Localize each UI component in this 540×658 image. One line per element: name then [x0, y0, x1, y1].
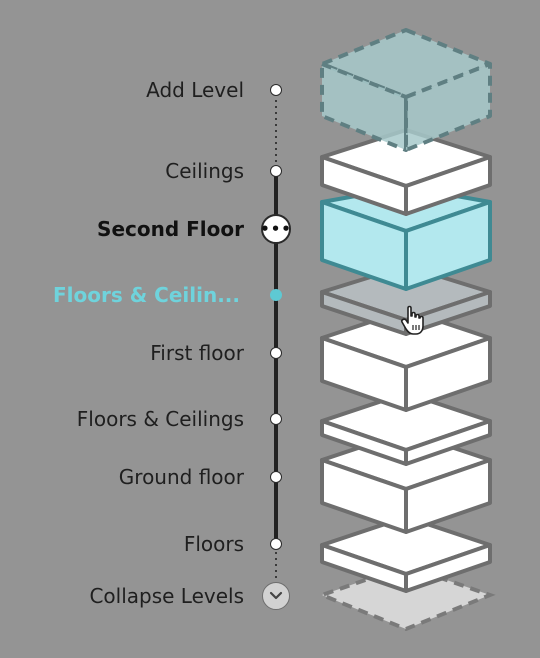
second-floor-more-button[interactable]: ••• [260, 214, 292, 244]
level-label-floors-ceilings[interactable]: Floors & Ceilings [76, 407, 244, 431]
base-footprint [316, 563, 496, 632]
first-floor-node[interactable] [270, 347, 282, 359]
collapse-levels-label[interactable]: Collapse Levels [89, 584, 244, 608]
ground-floor-node[interactable] [270, 471, 282, 483]
level-label-first-floor[interactable]: First floor [150, 341, 244, 365]
floors-ceilings-node[interactable] [270, 413, 282, 425]
block-first-floor[interactable] [320, 308, 492, 412]
level-label-second-floor[interactable]: Second Floor [97, 217, 244, 241]
level-label-add-level[interactable]: Add Level [146, 78, 244, 102]
more-horizontal-icon: ••• [260, 219, 292, 238]
level-label-ground-floor[interactable]: Ground floor [118, 465, 244, 489]
chevron-down-icon [269, 591, 283, 600]
block-floors[interactable] [320, 515, 492, 593]
level-label-floors[interactable]: Floors [183, 532, 244, 556]
floors-node[interactable] [270, 538, 282, 550]
ceilings-node[interactable] [270, 165, 282, 177]
add-level-node[interactable] [270, 84, 282, 96]
collapse-levels-button[interactable] [262, 582, 290, 610]
level-label-ceilings[interactable]: Ceilings [165, 159, 244, 183]
block-add-level-ghost[interactable] [320, 28, 492, 152]
floors-ceilings-hovered-node[interactable] [270, 289, 282, 301]
hand-pointer-icon [401, 305, 424, 335]
level-label-floors-ceilings-hovered[interactable]: Floors & Ceilin... [53, 283, 240, 307]
block-floors-ceilings[interactable] [320, 391, 492, 466]
block-ceilings[interactable] [320, 128, 492, 216]
